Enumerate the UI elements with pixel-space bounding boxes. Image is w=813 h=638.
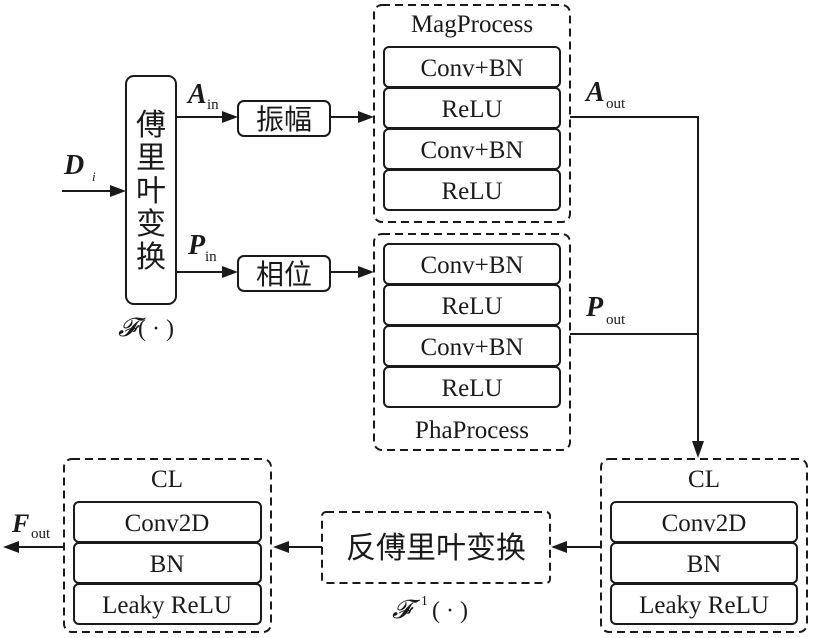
cl-left-layer-2-label: BN	[150, 551, 185, 578]
input-arrowhead	[110, 185, 126, 197]
fourier-transform-text: 傅 里 叶 变 换	[136, 109, 166, 274]
aout-label: A out	[584, 77, 626, 112]
pha-process-group	[373, 233, 571, 451]
cl-left-layer-1-label: Conv2D	[125, 510, 210, 537]
ain-subscript: in	[207, 97, 219, 113]
cl-right-layer-3-box	[610, 583, 798, 625]
cl-right-layer-2-label: BN	[687, 551, 722, 578]
pin-symbol: P	[187, 230, 206, 261]
fft-char-5: 换	[136, 241, 166, 274]
pha-layer-4-box	[383, 366, 561, 408]
aout-symbol: A	[584, 77, 605, 108]
fft-symbol-label: 𝓕 ( · )	[118, 313, 174, 342]
cl-left-title: CL	[151, 466, 183, 493]
fft-char-2: 里	[136, 142, 166, 175]
cl-left-layer-3-box	[73, 583, 262, 625]
phase-to-pha-arrowhead	[358, 266, 374, 278]
amplitude-label: 振幅	[256, 104, 312, 136]
mag-layer-4-label: ReLU	[441, 178, 502, 205]
pha-process-title: PhaProcess	[415, 417, 529, 444]
mag-process-title: MagProcess	[411, 11, 533, 38]
cl-right-layer-3-label: Leaky ReLU	[639, 592, 769, 619]
mag-process-group	[373, 4, 571, 223]
fft-char-1: 傅	[136, 109, 166, 142]
ain-label: A in	[186, 79, 219, 113]
mag-layer-4-box	[383, 169, 561, 211]
fourier-transform-box	[125, 75, 177, 305]
input-symbol: D	[63, 150, 84, 181]
pout-label: P out	[585, 292, 626, 328]
output-arrowhead	[3, 541, 19, 553]
aout-subscript: out	[606, 96, 626, 112]
input-subscript: i	[92, 169, 96, 184]
cl-left-layer-3-label: Leaky ReLU	[102, 592, 232, 619]
pha-layer-2-label: ReLU	[441, 293, 502, 320]
ain-arrowhead	[222, 111, 238, 123]
aout-connector	[570, 116, 699, 443]
cl-left-group	[63, 458, 272, 633]
cl-to-ifft-arrowhead	[551, 541, 567, 553]
pha-layer-4-label: ReLU	[441, 375, 502, 402]
amplitude-box	[237, 100, 331, 137]
inverse-fft-label: 反傅里叶变换	[346, 532, 526, 565]
pin-arrowhead	[222, 266, 238, 278]
pha-layer-1-label: Conv+BN	[420, 252, 523, 279]
fft-char-4: 变	[136, 208, 166, 241]
pout-subscript: out	[606, 312, 626, 328]
pout-symbol: P	[585, 292, 604, 323]
output-signal-label: F out	[11, 509, 51, 542]
fft-symbol-arg: ( · )	[138, 316, 174, 342]
input-signal-label: D i	[63, 150, 96, 184]
mag-layer-3-label: Conv+BN	[420, 137, 523, 164]
cl-right-title: CL	[688, 466, 720, 493]
cl-right-group	[600, 458, 808, 633]
to-cl-right-arrowhead	[692, 441, 704, 458]
mag-layer-1-label: Conv+BN	[420, 55, 523, 82]
pin-label: P in	[187, 230, 217, 265]
amp-to-mag-arrowhead	[358, 111, 374, 123]
fft-char-3: 叶	[136, 175, 166, 208]
cl-right-layer-1-label: Conv2D	[662, 510, 747, 537]
ifft-symbol-label: 𝓕 −1 ( · )	[392, 594, 468, 624]
ain-symbol: A	[186, 79, 207, 110]
phase-box	[237, 255, 331, 292]
mag-layer-2-label: ReLU	[441, 96, 502, 123]
ifft-to-cl-arrowhead	[273, 541, 289, 553]
output-subscript: out	[31, 526, 51, 542]
ifft-symbol-arg: ( · )	[432, 598, 468, 624]
pin-subscript: in	[205, 249, 217, 265]
pha-layer-3-label: Conv+BN	[420, 334, 523, 361]
ifft-superscript: −1	[413, 594, 428, 609]
output-symbol: F	[11, 509, 29, 538]
phase-label: 相位	[256, 259, 312, 291]
